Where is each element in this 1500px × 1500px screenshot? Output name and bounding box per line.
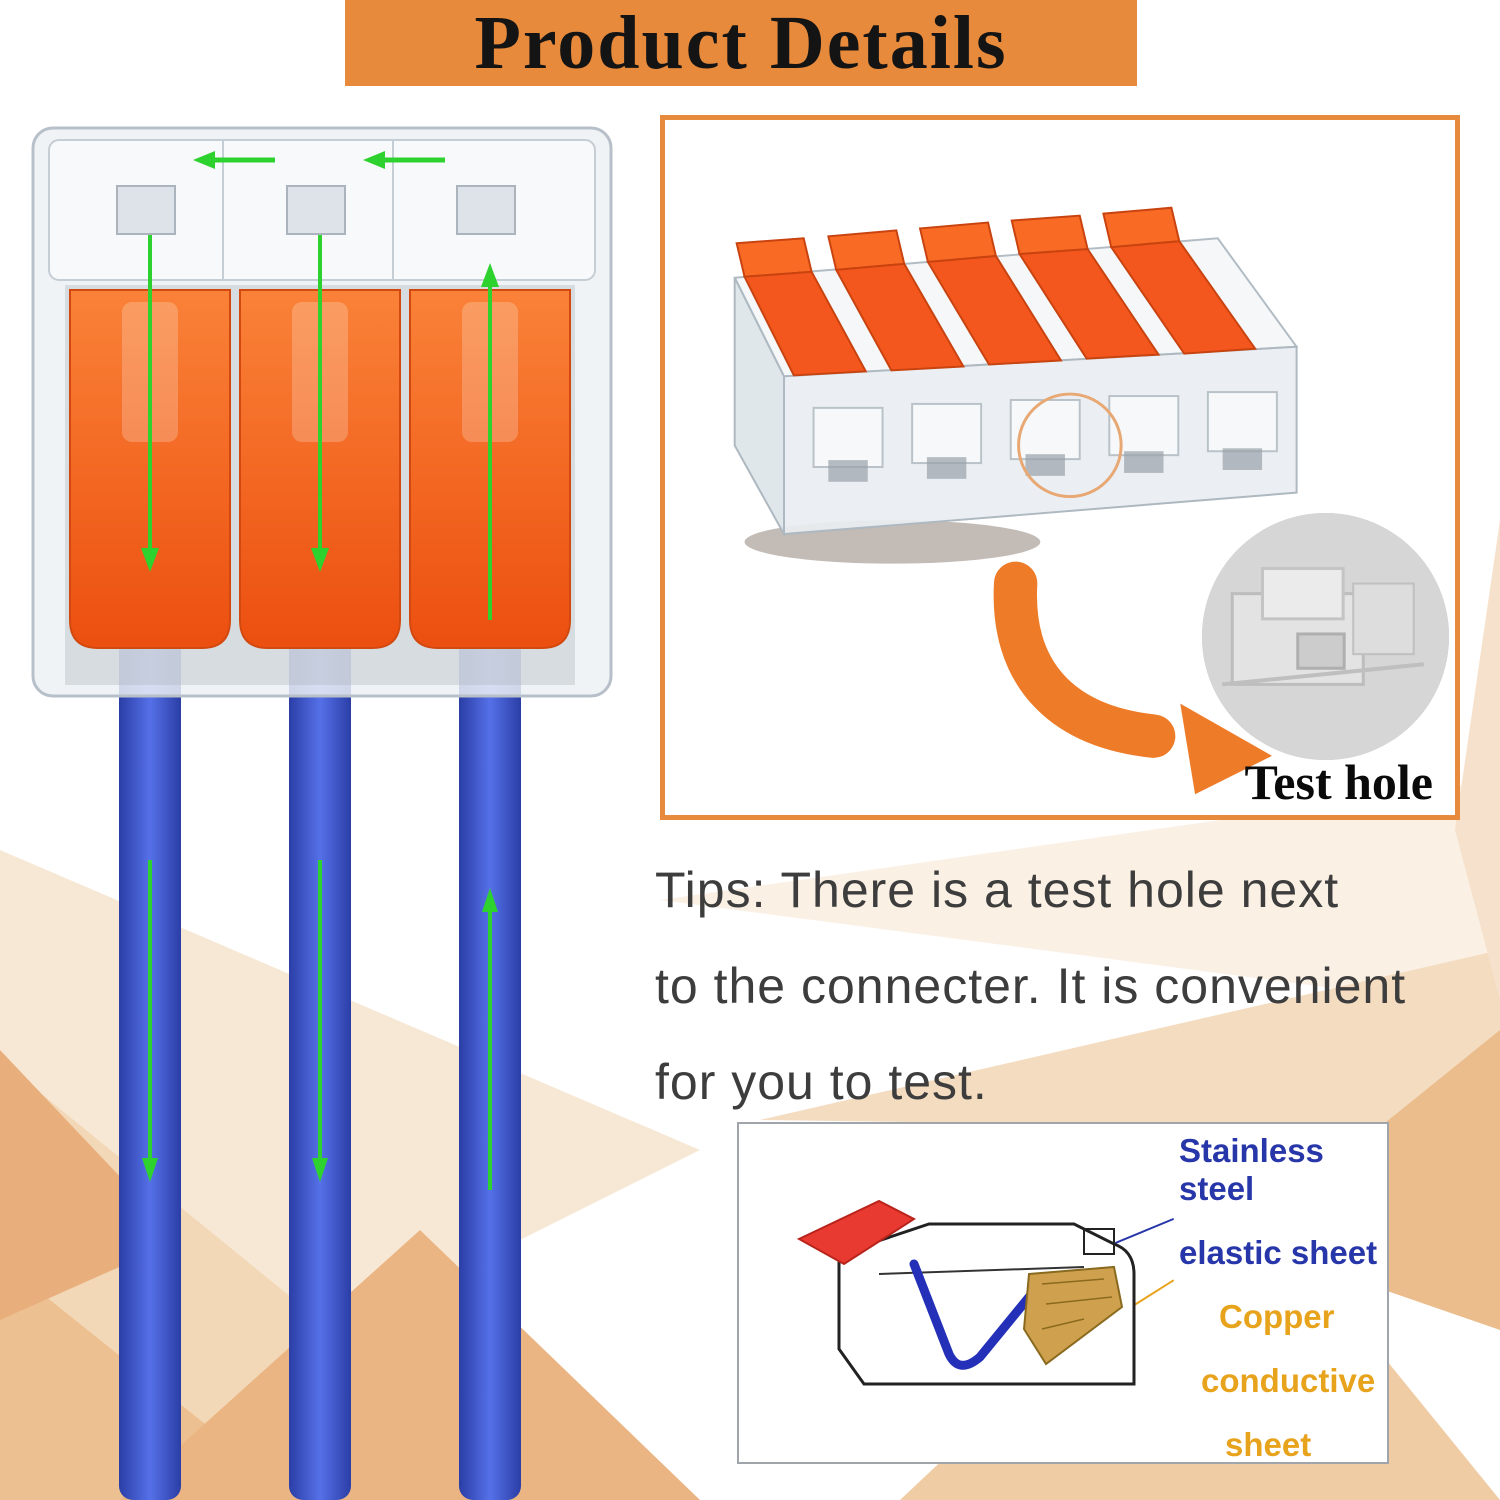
wire-port — [286, 185, 346, 235]
wire-port — [456, 185, 516, 235]
down-arrow-icon — [312, 1158, 328, 1182]
connector-body — [733, 237, 1299, 538]
direction-arrows — [141, 151, 499, 1190]
label-sheet: sheet — [1225, 1426, 1312, 1463]
orange-levers — [735, 206, 1258, 377]
five-port-connector-illustration — [733, 206, 1299, 795]
label-conductive: conductive — [1201, 1362, 1376, 1399]
test-hole-label: Test hole — [1244, 754, 1433, 810]
stainless-steel-spring — [909, 1259, 1039, 1370]
test-hole-zoom-inset — [1202, 513, 1449, 760]
label-stainless-steel: Stainless steel — [1179, 1132, 1324, 1207]
tips-line-1: Tips: There is a test hole next — [655, 862, 1340, 918]
down-arrow-icon — [142, 1158, 158, 1182]
left-arrow-icon — [363, 151, 385, 169]
curved-arrow-icon — [993, 561, 1272, 795]
red-lever — [796, 1199, 916, 1266]
test-hole-detail-box: Test hole — [660, 115, 1460, 820]
wire-port — [116, 185, 176, 235]
connector-cross-section-diagram — [796, 1199, 1136, 1386]
cross-section-labels: Stainless steel elastic sheet Copper con… — [1179, 1132, 1387, 1464]
up-arrow-icon — [481, 263, 499, 287]
page-title: Product Details — [474, 1, 1008, 85]
tips-line-2: to the connecter. It is convenient — [655, 958, 1407, 1014]
zoom-inset-detail — [1202, 513, 1449, 760]
test-hole-highlight-circle — [1017, 392, 1123, 499]
up-arrow-icon — [482, 888, 498, 912]
cross-section-box: Stainless steel elastic sheet Copper con… — [737, 1122, 1389, 1464]
down-arrow-icon — [141, 548, 159, 572]
left-arrow-icon — [193, 151, 215, 169]
three-port-connector-illustration — [31, 126, 613, 1500]
title-banner: Product Details — [345, 0, 1137, 86]
tips-line-3: for you to test. — [655, 1054, 988, 1110]
tips-text: Tips: There is a test hole next to the c… — [655, 842, 1500, 1130]
down-arrow-icon — [311, 548, 329, 572]
label-elastic-sheet: elastic sheet — [1179, 1234, 1378, 1271]
label-copper: Copper — [1219, 1298, 1335, 1335]
copper-sheet — [1022, 1265, 1124, 1366]
